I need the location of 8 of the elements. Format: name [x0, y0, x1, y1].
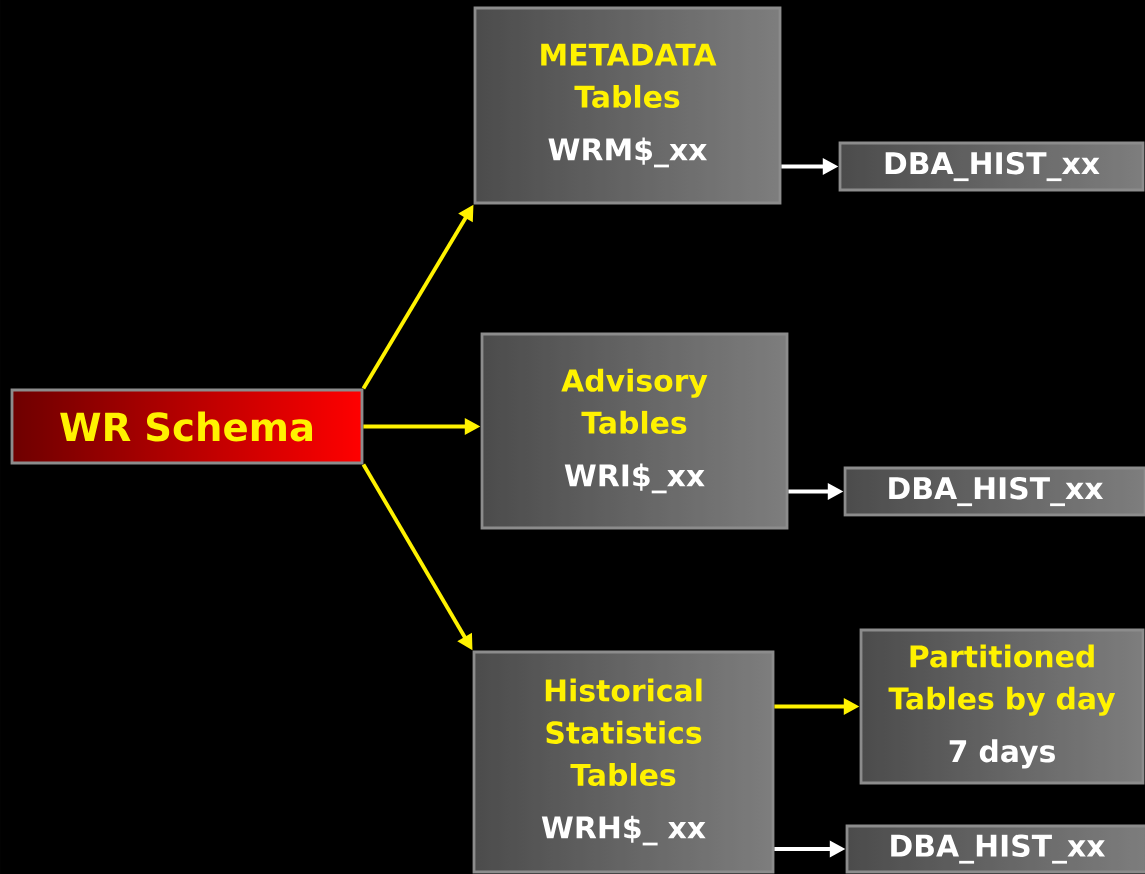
table-box: DBA_HIST_xx [845, 824, 1145, 874]
table-box: DBA_HIST_xx [838, 141, 1145, 192]
table-box: Partitioned Tables by day 7 days [859, 628, 1145, 785]
table-box: Advisory Tables WRI$_xx [480, 332, 789, 530]
table-box: DBA_HIST_xx [843, 466, 1145, 517]
schema-box: WR Schema [10, 388, 364, 465]
table-box: Historical Statistics Tables WRH$_ xx [472, 650, 775, 874]
table-box: METADATA Tables WRM$_xx [473, 6, 782, 205]
